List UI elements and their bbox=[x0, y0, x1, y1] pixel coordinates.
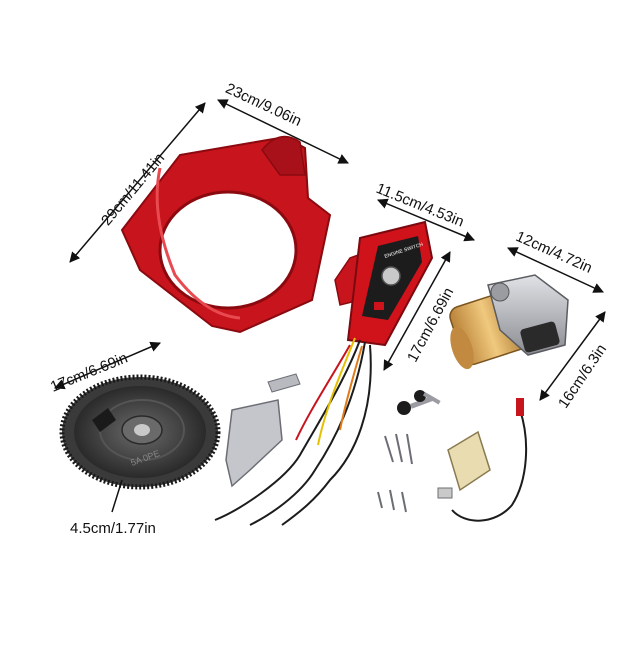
flywheel: 5A 0PE bbox=[59, 374, 221, 490]
housing-height-arrow bbox=[69, 102, 206, 263]
relay-tab bbox=[437, 487, 453, 499]
starter-motor bbox=[449, 274, 569, 370]
screw-icon bbox=[377, 433, 413, 513]
wire-yellow bbox=[317, 337, 356, 446]
wire-starter bbox=[451, 409, 528, 522]
starter-wire-plug bbox=[516, 398, 524, 416]
bracket-small bbox=[267, 373, 301, 393]
flywheel-diameter-arrow bbox=[54, 341, 161, 390]
flywheel-center-bore bbox=[134, 424, 150, 436]
key-icon bbox=[397, 390, 441, 415]
wire-orange bbox=[339, 345, 363, 431]
wire-black-3 bbox=[281, 344, 372, 526]
switch-box-button bbox=[374, 302, 384, 310]
switch-height-arrow bbox=[383, 251, 451, 371]
screw-2 bbox=[395, 433, 403, 463]
starter-width-arrow bbox=[507, 247, 604, 293]
wiring-harness bbox=[214, 337, 528, 526]
key-blade-2 bbox=[423, 392, 441, 405]
screw-3 bbox=[406, 433, 413, 465]
bracket-large bbox=[225, 399, 283, 488]
relay-body bbox=[447, 430, 491, 492]
key-head-1 bbox=[397, 401, 411, 415]
housing-width-arrow bbox=[217, 99, 349, 164]
wire-black-2 bbox=[249, 341, 366, 526]
starter-height-arrow bbox=[539, 311, 606, 401]
wire-black-1 bbox=[214, 339, 361, 521]
screw-5 bbox=[389, 489, 395, 511]
ignition-key-slot bbox=[381, 266, 401, 286]
flywheel-thickness-label: 4.5cm/1.77in bbox=[70, 520, 156, 537]
switch-width-arrow bbox=[377, 198, 475, 242]
starter-gear bbox=[490, 282, 510, 302]
screw-1 bbox=[384, 435, 394, 463]
fan-housing-opening bbox=[158, 190, 298, 310]
starter-motor-endcap bbox=[450, 326, 474, 370]
screw-6 bbox=[401, 491, 407, 513]
bracket-icon bbox=[225, 373, 301, 488]
key-head-2 bbox=[414, 390, 426, 402]
relay-icon bbox=[437, 430, 491, 499]
flywheel-thickness-pointer bbox=[111, 479, 123, 513]
screw-4 bbox=[377, 491, 383, 509]
key-blade-1 bbox=[410, 396, 433, 409]
flywheel-magnet bbox=[92, 408, 116, 432]
ignition-switch-box: ENGINE SWITCH bbox=[334, 220, 434, 347]
wire-red bbox=[295, 344, 351, 441]
